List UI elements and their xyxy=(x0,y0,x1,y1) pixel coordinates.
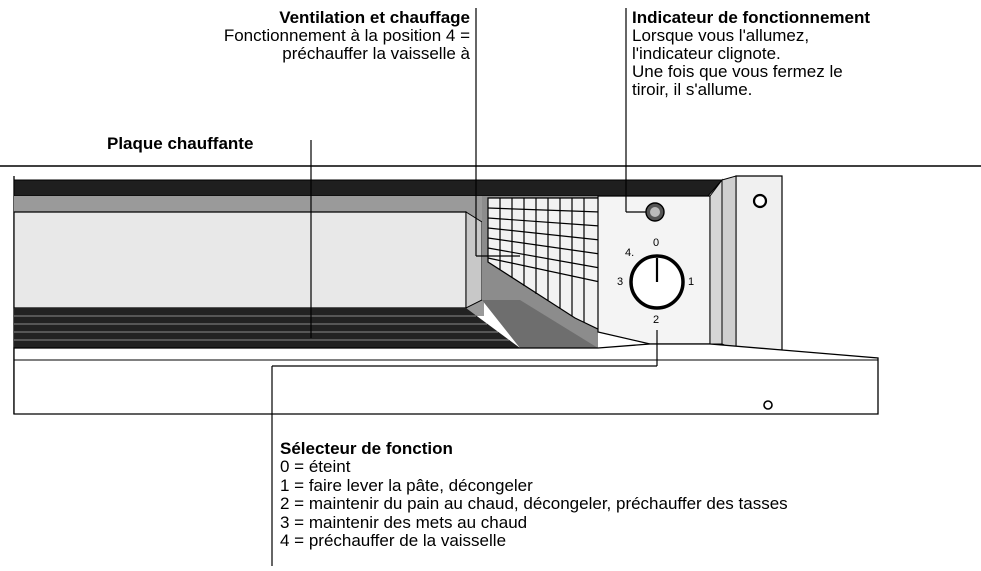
indicator-line: Lorsque vous l'allumez, xyxy=(632,26,810,45)
plate-title: Plaque chauffante xyxy=(107,134,254,153)
selector-option: 0 = éteint xyxy=(280,457,351,476)
dial-mark-1: 1 xyxy=(688,276,694,288)
plate-label: Plaque chauffante xyxy=(107,135,253,153)
indicator-line: l'indicateur clignote. xyxy=(632,44,781,63)
selector-option: 2 = maintenir du pain au chaud, décongel… xyxy=(280,494,788,513)
ventilation-title: Ventilation et chauffage xyxy=(279,8,470,27)
indicator-line: Une fois que vous fermez le xyxy=(632,62,843,81)
ventilation-line: Fonctionnement à la position 4 = xyxy=(223,26,470,45)
indicator-title: Indicateur de fonctionnement xyxy=(632,8,871,27)
ventilation-label: Ventilation et chauffage Fonctionnement … xyxy=(224,9,470,63)
function-selector-dial[interactable]: 0 1 2 3 4. xyxy=(617,237,694,326)
dial-mark-0: 0 xyxy=(653,237,659,249)
indicator-label: Indicateur de fonctionnement Lorsque vou… xyxy=(632,9,870,99)
dial-mark-2: 2 xyxy=(653,314,659,326)
ventilation-line: préchauffer la vaisselle à xyxy=(282,44,470,63)
selector-option: 4 = préchauffer de la vaisselle xyxy=(280,531,507,550)
selector-label: Sélecteur de fonction 0 = éteint 1 = fai… xyxy=(280,440,788,551)
selector-option: 1 = faire lever la pâte, décongeler xyxy=(280,475,533,495)
selector-title: Sélecteur de fonction xyxy=(280,439,453,458)
indicator-light xyxy=(645,202,665,222)
dial-mark-4: 4. xyxy=(625,247,634,259)
indicator-line: tiroir, il s'allume. xyxy=(632,80,753,99)
selector-option: 3 = maintenir des mets au chaud xyxy=(280,512,528,532)
ventilation-grille xyxy=(487,197,601,331)
dial-mark-3: 3 xyxy=(617,276,623,288)
